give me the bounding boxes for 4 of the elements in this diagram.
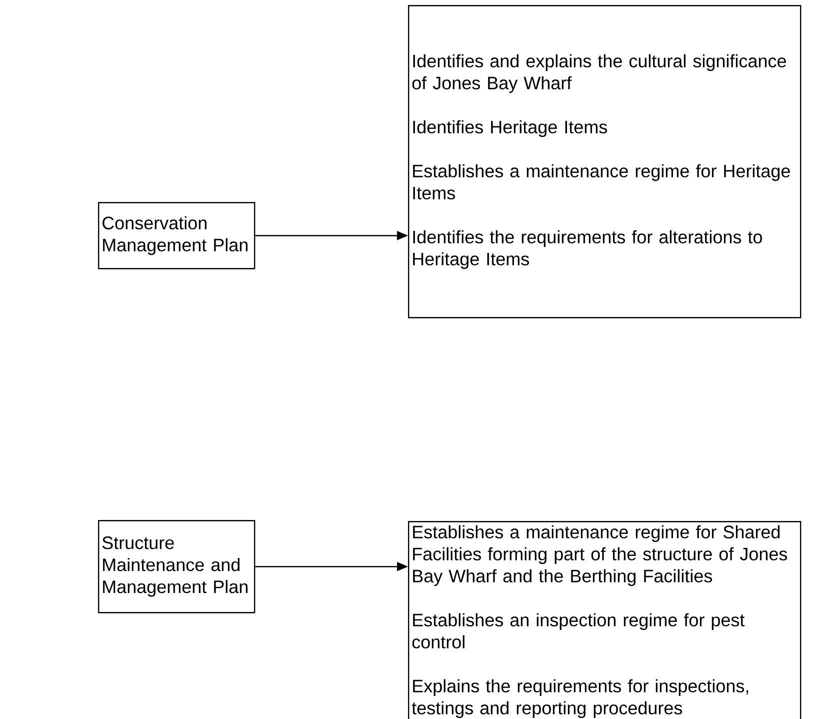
plan-box: Structure Maintenance and Management Plan xyxy=(98,520,256,614)
description-box: Identifies and explains the cultural significance of Jones Bay Wharf Identifies Heritage Items Establishes a maintenance regime for Heritage Items Identifies the requirements for alterations to Heritage Items xyxy=(408,5,802,318)
plan-box: Conservation Management Plan xyxy=(98,202,256,270)
description-box: Establishes a maintenance regime for Shared Facilities forming part of the structure of Jones Bay Wharf and the Berthing Facilities Establishes an inspection regime for pest control Explains the requirements for inspections, testings and reporting procedures xyxy=(408,521,802,719)
